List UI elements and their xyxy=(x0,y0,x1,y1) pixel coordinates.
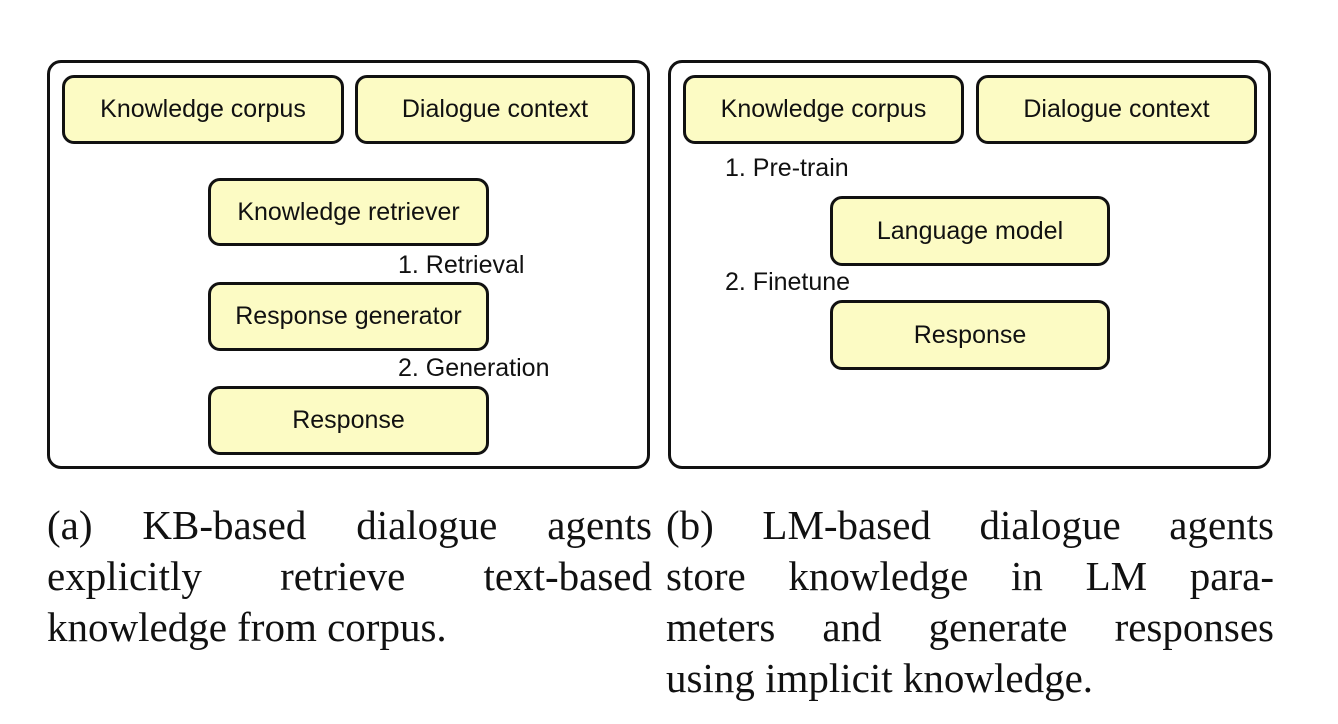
lm-response-box: Response xyxy=(830,300,1110,370)
caption-a-line: knowledge from corpus. xyxy=(47,604,447,650)
caption-a: (a) KB-based dialogue agents explicitly … xyxy=(47,500,652,653)
lm-knowledge-corpus-box: Knowledge corpus xyxy=(683,75,964,144)
knowledge-retriever-box: Knowledge retriever xyxy=(208,178,489,246)
caption-b-line: (b) LM-based dialogue agents xyxy=(666,502,1274,548)
kb-dialogue-context-box: Dialogue context xyxy=(355,75,635,144)
edge-label-retrieval: 1. Retrieval xyxy=(398,251,525,279)
kb-response-box: Response xyxy=(208,386,489,455)
caption-b-line: using implicit knowledge. xyxy=(666,655,1094,701)
edge-label-finetune: 2. Finetune xyxy=(725,268,851,296)
caption-b-line: meters and generate responses xyxy=(666,604,1274,650)
language-model-box: Language model xyxy=(830,196,1110,266)
caption-a-line: (a) KB-based dialogue agents xyxy=(47,502,652,548)
caption-b-line: store knowledge in LM para- xyxy=(666,553,1274,599)
edge-label-generation: 2. Generation xyxy=(398,354,550,382)
kb-knowledge-corpus-box: Knowledge corpus xyxy=(62,75,344,144)
caption-b: (b) LM-based dialogue agents store knowl… xyxy=(666,500,1274,704)
edge-label-pretrain: 1. Pre-train xyxy=(725,154,849,182)
response-generator-box: Response generator xyxy=(208,282,489,351)
lm-dialogue-context-box: Dialogue context xyxy=(976,75,1257,144)
caption-a-line: explicitly retrieve text-based xyxy=(47,553,652,599)
